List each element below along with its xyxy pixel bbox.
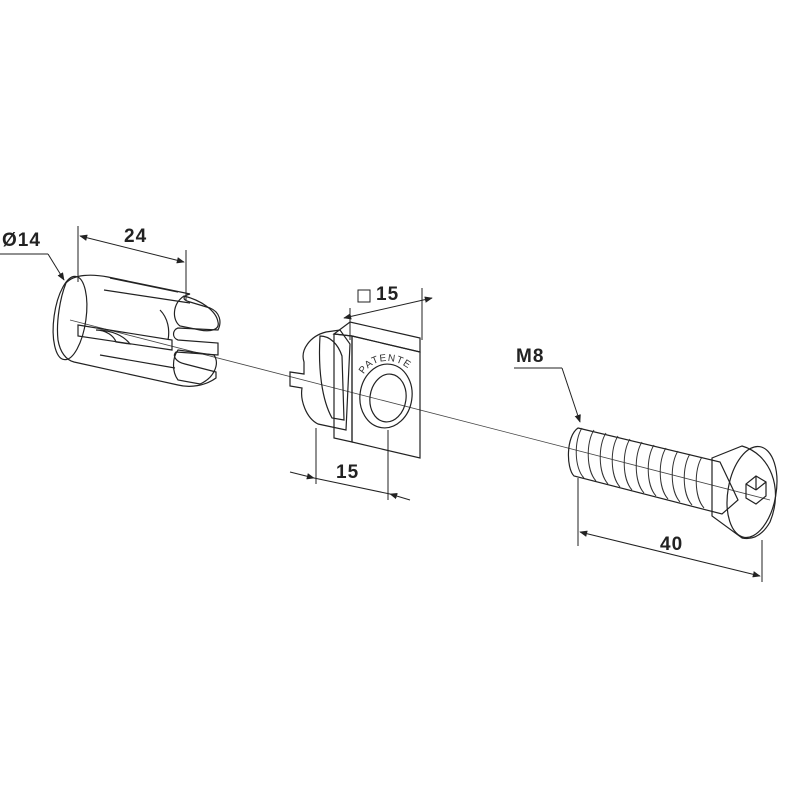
sleeve-length-dimension: 24 [77, 226, 187, 300]
patented-stamp: PATENTED [0, 0, 413, 376]
countersunk-bolt [567, 427, 778, 540]
bolt-length-label: 40 [660, 534, 683, 555]
nut-square-label: 15 [376, 284, 399, 305]
bolt-length-dimension: 40 [577, 478, 763, 582]
nut-depth-label: 15 [336, 462, 359, 483]
sleeve-length-label: 24 [124, 226, 147, 247]
square-symbol-icon [357, 289, 371, 303]
diameter-label: Ø14 [2, 230, 41, 251]
slotted-sleeve [52, 274, 221, 387]
nut-depth-dimension: 15 [289, 428, 411, 501]
thread-label: M8 [516, 346, 544, 367]
thread-dimension: M8 [514, 346, 581, 423]
diameter-dimension: Ø14 [0, 230, 65, 281]
square-nut: PATENTED [0, 0, 421, 459]
nut-square-dimension: 15 [343, 284, 433, 340]
